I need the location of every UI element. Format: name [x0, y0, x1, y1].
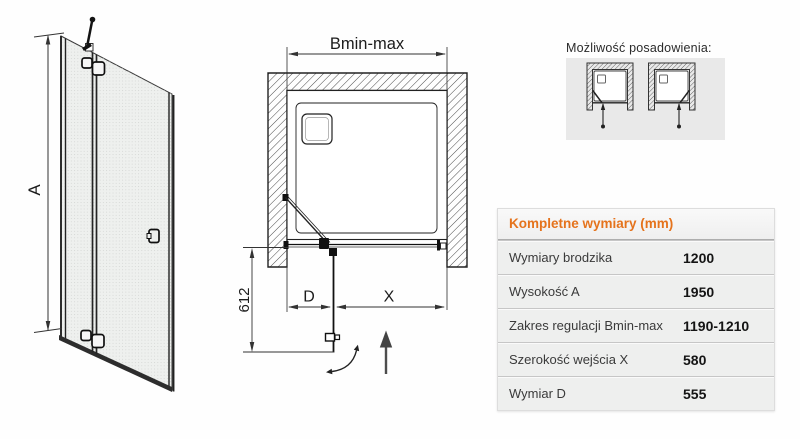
door-diagonal — [285, 197, 329, 245]
table-row: Wymiary brodzika 1200 — [498, 240, 774, 274]
closing-profile — [440, 242, 447, 250]
spec-table-title: Kompletne wymiary (mm) — [498, 209, 774, 240]
row-label: Wymiary brodzika — [509, 250, 613, 265]
dimension-612 — [243, 247, 334, 353]
row-value: 1190-1210 — [683, 317, 750, 334]
shower-tray — [286, 89, 448, 241]
dim-b-arrow-left — [288, 51, 298, 57]
bottom-hinge-icon — [80, 329, 105, 349]
door-handle-icon — [146, 228, 160, 244]
open-door-cap — [329, 248, 337, 256]
table-row: Wymiar D 555 — [498, 376, 774, 410]
table-row: Szerokość wejścia X 580 — [498, 342, 774, 376]
entry-direction-arrow — [379, 330, 393, 374]
open-door-handle-icon — [324, 332, 341, 342]
dim-a-arrow-down — [45, 321, 51, 331]
drain-square — [301, 113, 333, 145]
door-swing-arrow — [326, 344, 360, 375]
wall-profile-left — [283, 241, 289, 249]
placement-box — [566, 58, 725, 140]
support-bar-mount — [85, 43, 94, 52]
dimension-label-612: 612 — [236, 287, 253, 312]
front-bottom-rail — [59, 335, 172, 392]
placement-title: Możliwość posadowienia: — [566, 41, 712, 55]
top-view-drawing: Bmin-max — [236, 35, 468, 375]
support-bar-knob — [89, 16, 96, 23]
dim-d-arrow-left — [288, 304, 298, 310]
row-value: 555 — [683, 385, 707, 402]
table-row: Zakres regulacji Bmin-max 1190-1210 — [498, 308, 774, 342]
dimension-label-d: D — [303, 289, 315, 306]
row-label: Wysokość A — [509, 284, 580, 299]
row-value: 580 — [683, 351, 707, 368]
door-wall-bracket — [282, 194, 289, 201]
dim-a-arrow-up — [45, 34, 51, 45]
dimension-label-a: A — [25, 184, 44, 196]
door-pivot — [319, 238, 329, 249]
row-label: Szerokość wejścia X — [509, 352, 629, 367]
row-label: Wymiar D — [509, 386, 566, 401]
dim-b-arrow-right — [436, 51, 446, 57]
door-diagonal-inner — [287, 196, 331, 243]
front-glass-texture — [61, 36, 172, 390]
spec-table: Kompletne wymiary (mm) Wymiary brodzika … — [497, 208, 775, 411]
support-bar — [85, 21, 94, 48]
row-label: Zakres regulacji Bmin-max — [509, 318, 663, 333]
row-value: 1200 — [683, 249, 715, 266]
dimension-label-x: X — [384, 289, 395, 306]
front-glass-panel — [60, 35, 173, 391]
dim-x-arrow-right — [435, 304, 445, 310]
dim-612-arrow-up — [249, 248, 255, 258]
dim-x-arrow-left — [336, 304, 346, 310]
dimension-label-bminmax: Bmin-max — [330, 35, 405, 53]
table-row: Wysokość A 1950 — [498, 274, 774, 308]
shower-tray-inner — [295, 102, 438, 234]
top-hinge-icon — [81, 57, 106, 76]
wall-profile-right — [437, 240, 440, 251]
walls-hatched — [267, 72, 468, 268]
support-bar-clamp — [82, 43, 92, 51]
dim-612-arrow-down — [249, 342, 255, 352]
dim-d-arrow-right — [321, 304, 331, 310]
row-value: 1950 — [683, 283, 715, 300]
dimension-a — [33, 32, 65, 333]
front-view-drawing: A — [25, 16, 175, 392]
